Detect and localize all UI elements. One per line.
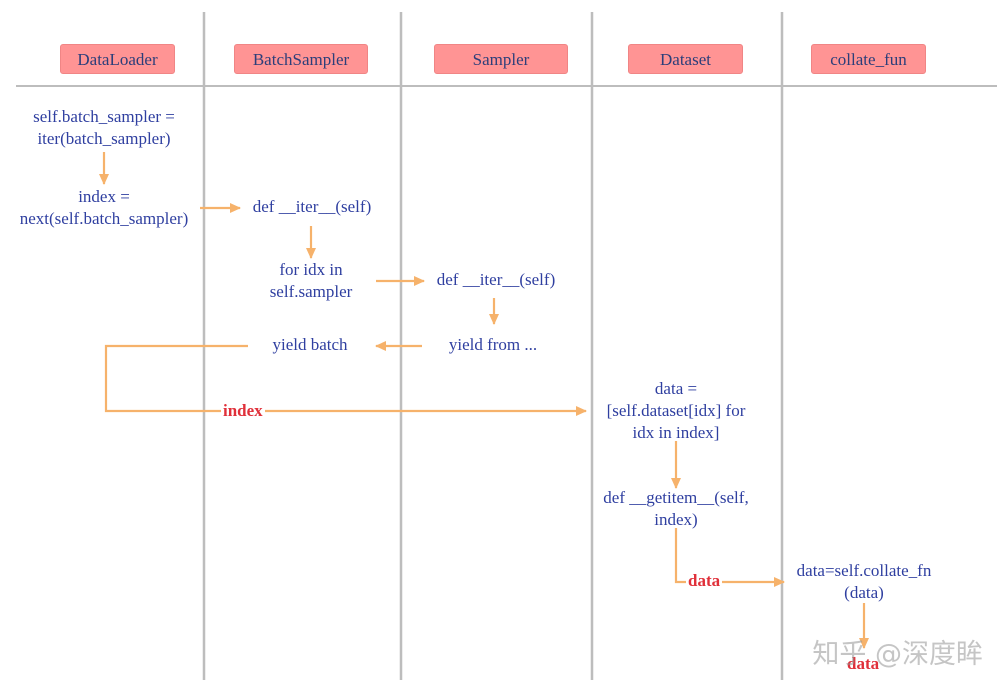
node-text-line: def __iter__(self) <box>436 270 556 289</box>
arrow-label-data-final: data <box>845 654 882 674</box>
node-text-line: def __getitem__(self, <box>603 488 749 507</box>
node-text-line: yield from ... <box>448 335 538 354</box>
node-collate-call: data=self.collate_fn (data) <box>784 560 944 604</box>
node-text-line: yield batch <box>272 335 348 354</box>
node-text-line: index = <box>78 187 130 206</box>
node-text-line: index) <box>654 510 698 529</box>
node-sampler-iter: def __iter__(self) <box>426 269 566 291</box>
node-next-batch: index = next(self.batch_sampler) <box>4 186 204 230</box>
node-text-line: data = <box>654 379 698 398</box>
node-bs-iter: def __iter__(self) <box>242 196 382 218</box>
node-text-line: self.sampler <box>269 282 353 301</box>
arrows <box>99 152 869 649</box>
node-text-line: self.batch_sampler = <box>33 107 175 126</box>
node-text-line: next(self.batch_sampler) <box>19 209 189 228</box>
lane-header-collate: collate_fun <box>811 44 926 74</box>
arrow-label-index: index <box>221 401 265 421</box>
node-text-line: iter(batch_sampler) <box>37 129 171 148</box>
lane-header-batchsampler: BatchSampler <box>234 44 368 74</box>
node-text-line: (data) <box>844 583 884 602</box>
node-text-line: idx in index] <box>632 423 720 442</box>
lane-header-dataset: Dataset <box>628 44 743 74</box>
arrow-label-data: data <box>686 571 723 591</box>
flow-arrow <box>674 528 785 587</box>
node-text-line: [self.dataset[idx] for <box>606 401 746 420</box>
node-getitem: def __getitem__(self, index) <box>590 487 762 531</box>
lane-header-dataloader: DataLoader <box>60 44 175 74</box>
lane-header-sampler: Sampler <box>434 44 568 74</box>
node-yield-batch: yield batch <box>255 334 365 356</box>
node-text-line: data=self.collate_fn <box>796 561 932 580</box>
node-yield-from: yield from ... <box>433 334 553 356</box>
node-text-line: def __iter__(self) <box>252 197 372 216</box>
node-text-line: for idx in <box>279 260 343 279</box>
flow-arrow <box>104 344 587 416</box>
watermark: 知乎 @深度眸 <box>812 639 983 670</box>
node-dataset-list: data = [self.dataset[idx] for idx in ind… <box>591 378 761 444</box>
node-for-idx: for idx in self.sampler <box>251 259 371 303</box>
node-batch-sampler-iter: self.batch_sampler = iter(batch_sampler) <box>14 106 194 150</box>
